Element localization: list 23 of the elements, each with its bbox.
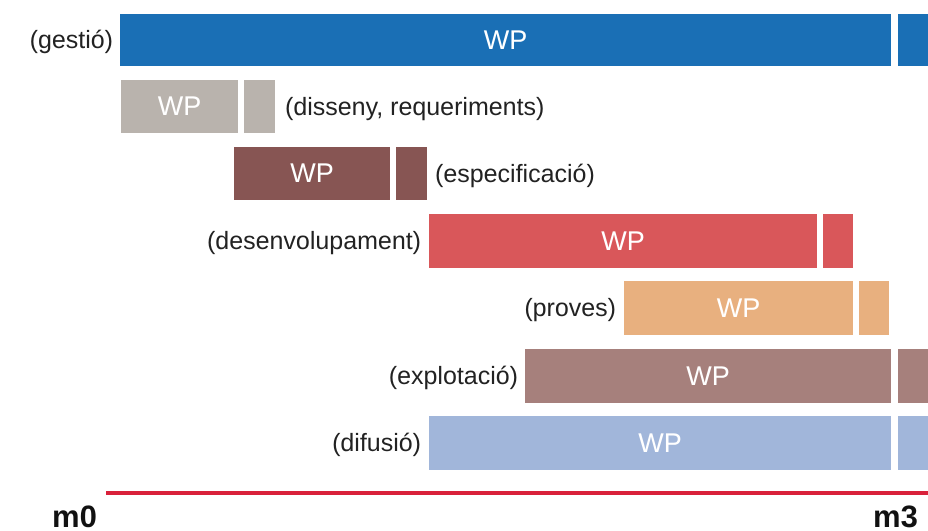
- work-package-bar: WP: [624, 281, 853, 335]
- milestone-label: m3: [873, 500, 918, 531]
- work-package-label: (proves): [524, 293, 616, 323]
- work-package-bar: WP: [121, 80, 238, 133]
- milestone-label: m0: [52, 500, 97, 531]
- work-package-label: (difusió): [332, 428, 421, 458]
- work-package-label: (desenvolupament): [206, 226, 421, 256]
- work-package-segment: [244, 80, 275, 133]
- work-package-segment: [898, 14, 928, 66]
- work-package-bar: WP: [429, 416, 891, 470]
- work-package-bar: WP: [120, 14, 891, 66]
- work-package-label: (disseny, requeriments): [285, 92, 544, 122]
- work-package-segment: [898, 416, 928, 470]
- work-package-segment: [859, 281, 889, 335]
- work-package-bar: WP: [234, 147, 390, 200]
- work-package-segment: [898, 349, 928, 403]
- work-package-segment: [396, 147, 427, 200]
- work-package-label: (explotació): [388, 361, 518, 391]
- work-package-label: (gestió): [30, 25, 113, 55]
- work-package-bar: WP: [525, 349, 891, 403]
- work-package-bar: WP: [429, 214, 817, 268]
- work-package-label: (especificació): [435, 158, 595, 188]
- work-package-segment: [823, 214, 853, 268]
